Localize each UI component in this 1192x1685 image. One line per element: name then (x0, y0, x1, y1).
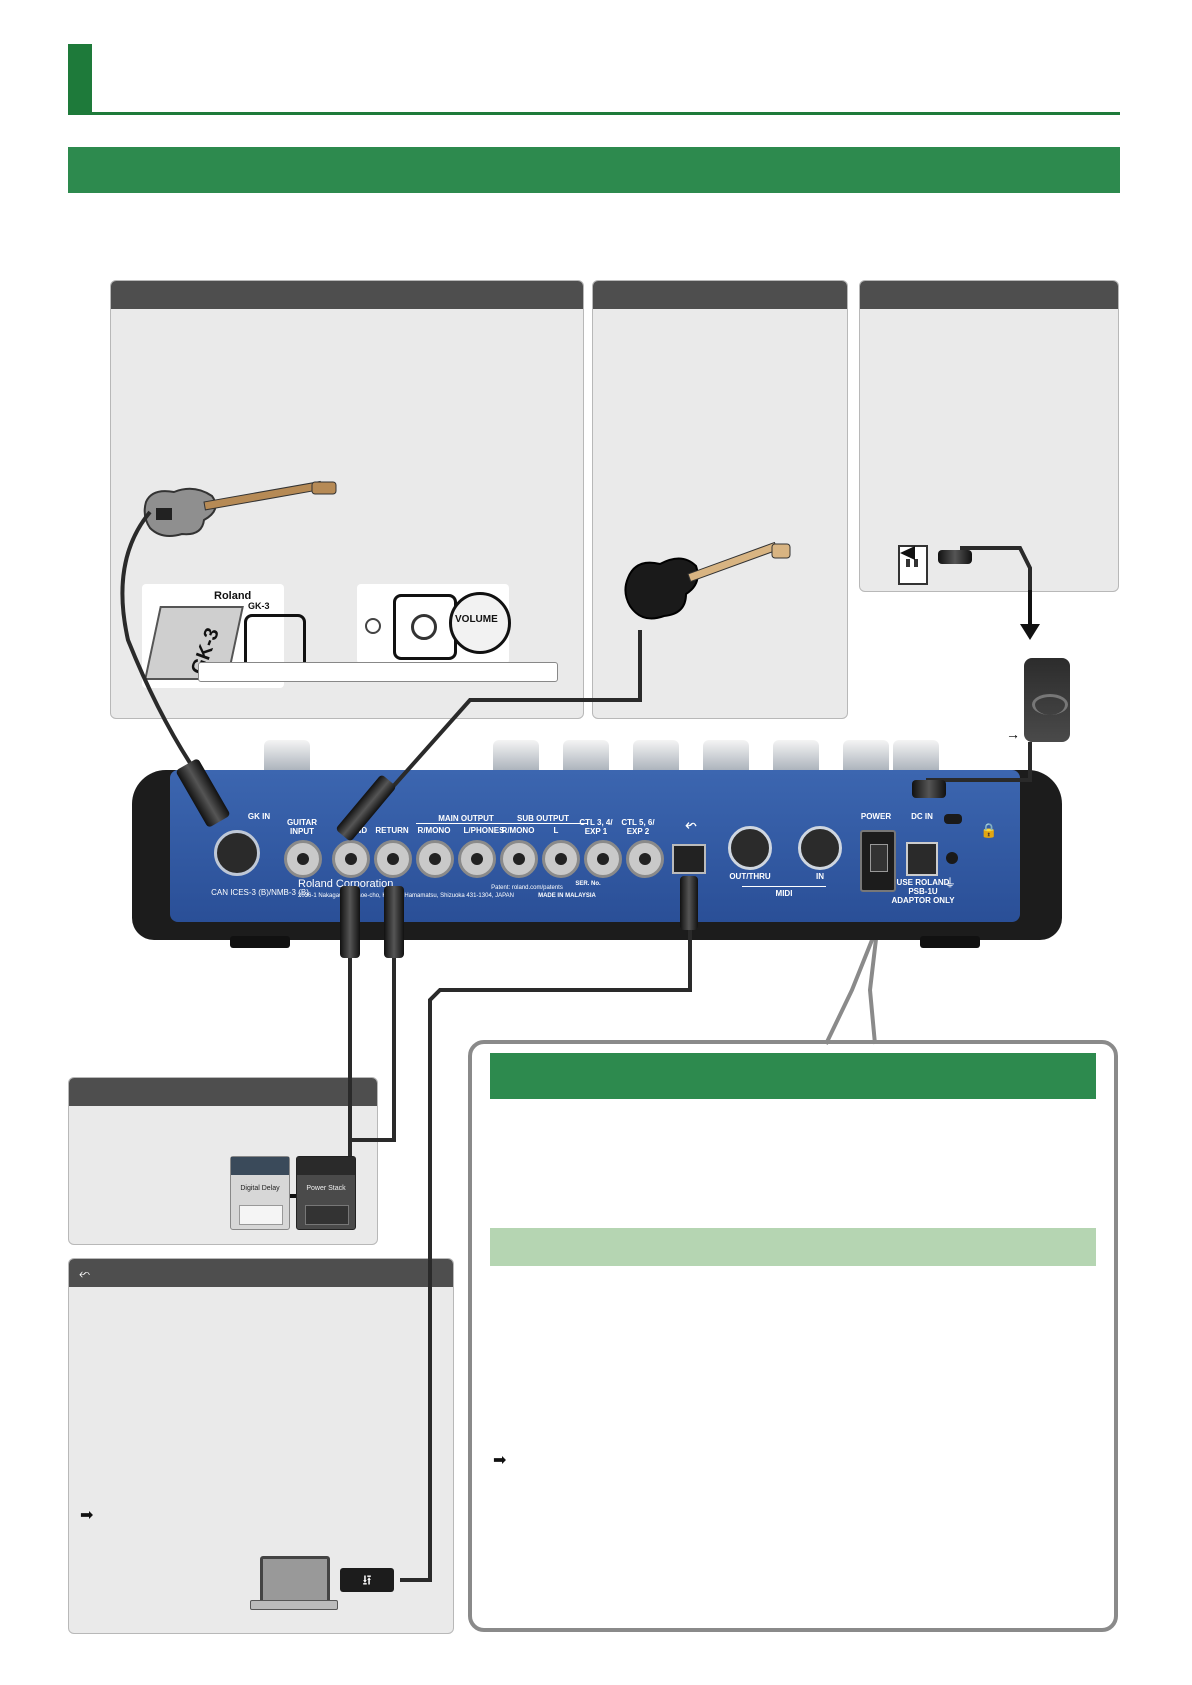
lock-icon: 🔒 (980, 822, 998, 838)
ac-adaptor-panel-heading (860, 281, 1118, 309)
usb-note-arrow-icon: ➡ (80, 1507, 94, 1524)
midi-label: MIDI (742, 886, 826, 898)
title-accent-bar (68, 44, 92, 114)
dc-in-jack[interactable] (906, 842, 938, 876)
usb-port[interactable] (672, 844, 706, 874)
gk3-volume-label: VOLUME (455, 614, 498, 625)
computer-icon (260, 1556, 330, 1606)
ac-plug (938, 550, 972, 564)
midi-in-connector[interactable] (798, 826, 842, 870)
device-foot (920, 936, 980, 948)
ser-no-label: SER. No. (575, 881, 601, 887)
usb-port-icon: ⬿ (685, 816, 697, 832)
guitar-input-label: GUITAR INPUT (286, 818, 318, 836)
ctl-5-6-label: CTL 5, 6/ EXP 2 (621, 818, 655, 836)
sub-l-label: L (553, 826, 559, 835)
made-in-label: MADE IN MALAYSIA (538, 893, 596, 899)
stack-pedal: Power Stack (296, 1156, 356, 1230)
sub-output-r-mono-jack[interactable] (500, 840, 538, 878)
dc-cable-plug (912, 780, 946, 798)
midi-out-thru-connector[interactable] (728, 826, 772, 870)
can-ices-label: CAN ICES-3 (B)/NMB-3 (B) (211, 888, 309, 897)
title-rule (68, 112, 1120, 115)
guitar-input-panel-heading (593, 281, 847, 309)
gk-in-label: GK IN (247, 812, 271, 821)
ground-terminal (946, 852, 958, 864)
guitar-input-jack[interactable] (284, 840, 322, 878)
sub-output-l-jack[interactable] (542, 840, 580, 878)
return-jack[interactable] (374, 840, 412, 878)
ac-adaptor-icon (1024, 658, 1070, 742)
gk3-caption-box (198, 662, 558, 682)
gk3-brand: Roland (214, 590, 252, 602)
main-output-l-phones-jack[interactable] (458, 840, 496, 878)
guitar-illustration (624, 541, 791, 620)
ctl-3-4-exp-1-jack[interactable] (584, 840, 622, 878)
ctl-5-6-exp-2-jack[interactable] (626, 840, 664, 878)
power-switch[interactable] (860, 830, 896, 892)
section-heading-bar (68, 147, 1120, 193)
ctl-3-4-label: CTL 3, 4/ EXP 1 (579, 818, 613, 836)
sub-r-mono-label: R/MONO (501, 826, 535, 835)
address-label: 2036-1 Nakagawa, Hosoe-cho, Kita-ku, Ham… (298, 893, 515, 899)
adaptor-note: USE ROLAND PSB-1U ADAPTOR ONLY (891, 878, 955, 905)
gk-pickup-panel-heading (111, 281, 583, 309)
wall-outlet-icon (898, 545, 928, 585)
ground-icon: ⏚ (944, 876, 957, 890)
usb-cable-plug (680, 876, 698, 930)
delay-pedal: Digital Delay (230, 1156, 290, 1230)
adaptor-indicator-arrow-icon: → (1006, 726, 1020, 742)
delay-pedal-name: Digital Delay (240, 1185, 280, 1192)
device-foot (230, 936, 290, 948)
gk3-model: GK-3 (248, 601, 270, 611)
gk-guitar-illustration (143, 480, 337, 537)
main-l-phones-label: L/PHONES (463, 826, 505, 835)
return-label: RETURN (375, 826, 409, 835)
power-label: POWER (860, 812, 892, 821)
sub-output-label: SUB OUTPUT (498, 814, 588, 824)
gk-in-connector[interactable] (214, 830, 260, 876)
return-cable-plug (384, 886, 404, 958)
main-output-label: MAIN OUTPUT (416, 814, 516, 824)
usb-plug-icon: ⭿ (340, 1568, 394, 1592)
main-output-r-mono-jack[interactable] (416, 840, 454, 878)
corporation-label: Roland Corporation (298, 878, 394, 890)
gk3-switch-illustration: VOLUME (357, 584, 511, 664)
main-r-mono-label: R/MONO (417, 826, 451, 835)
stack-pedal-name: Power Stack (306, 1185, 346, 1192)
send-cable-plug (340, 886, 360, 958)
usb-icon: ⬿ (79, 1265, 91, 1281)
ac-adaptor-panel (859, 280, 1119, 592)
dc-in-label: DC IN (911, 812, 933, 821)
security-slot (944, 814, 962, 824)
usb-panel-head: ⬿ (69, 1259, 453, 1287)
midi-out-thru-label: OUT/THRU (729, 872, 771, 881)
computer-base (250, 1600, 338, 1610)
send-jack[interactable] (332, 840, 370, 878)
midi-in-label: IN (816, 872, 824, 881)
patent-label: Patent: roland.com/patents (491, 885, 563, 891)
